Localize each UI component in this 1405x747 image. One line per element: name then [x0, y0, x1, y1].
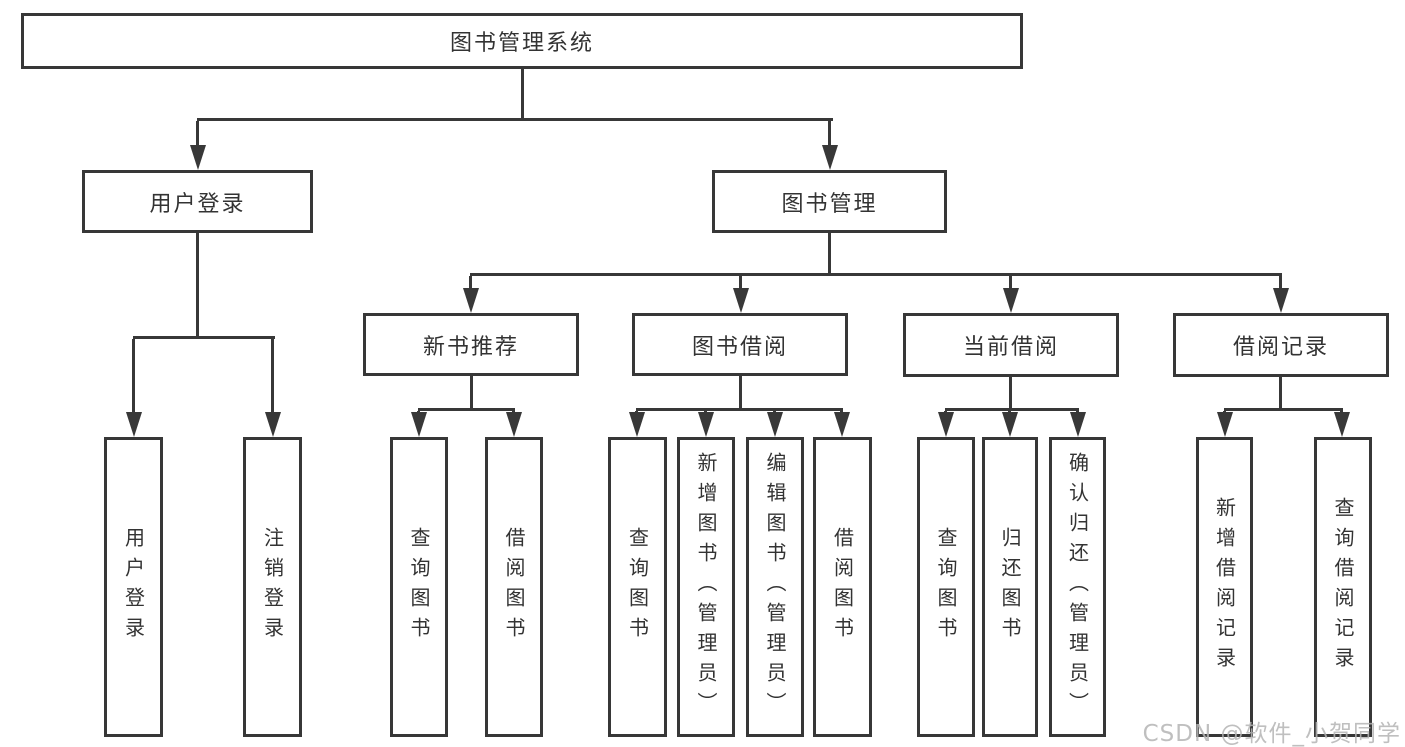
node-user-login: 用户登录: [82, 170, 313, 233]
leaf-label: 借阅图书: [502, 527, 526, 647]
arrow-to-book-management: [822, 121, 838, 170]
node-label: 新书推荐: [422, 334, 519, 360]
node-book-borrowing: 图书借阅: [632, 313, 848, 376]
arrow-to-borrowing-records: [1273, 276, 1289, 313]
arrow-to-leaf-query-books-borrowing: [629, 411, 645, 437]
connector-current-branch: [945, 408, 1079, 411]
csdn-watermark: CSDN @软件_小贺同学: [1142, 721, 1401, 747]
leaf-label: 归还图书: [998, 527, 1022, 647]
leaf-query-borrow-record: 查询借阅记录: [1314, 437, 1372, 737]
node-new-book-recommendation: 新书推荐: [363, 313, 579, 376]
node-borrowing-records: 借阅记录: [1173, 313, 1389, 377]
node-label: 图书管理: [781, 191, 878, 217]
node-label: 当前借阅: [962, 335, 1059, 360]
node-label: 借阅记录: [1232, 335, 1329, 360]
leaf-label: 编辑图书（管理员）: [763, 452, 787, 722]
leaf-add-books-admin: 新增图书（管理员）: [677, 437, 735, 737]
connector-root-stem: [521, 69, 524, 118]
leaf-query-books-current: 查询图书: [917, 437, 975, 737]
arrow-to-leaf-user-login: [126, 339, 142, 437]
leaf-label: 借阅图书: [830, 527, 855, 647]
connector-management-stem: [828, 233, 831, 275]
leaf-label: 查询借阅记录: [1331, 497, 1355, 677]
connector-current-stem: [1009, 377, 1012, 410]
leaf-return-books: 归还图书: [982, 437, 1038, 737]
node-book-management: 图书管理: [712, 170, 947, 233]
leaf-label: 注销登录: [260, 527, 285, 647]
connector-recommend-branch: [418, 408, 515, 411]
connector-root-branch: [197, 118, 833, 121]
node-current-borrowing: 当前借阅: [903, 313, 1119, 377]
leaf-logout: 注销登录: [243, 437, 302, 737]
arrow-to-user-login: [190, 121, 206, 170]
leaf-user-login: 用户登录: [104, 437, 163, 737]
leaf-edit-books-admin: 编辑图书（管理员）: [746, 437, 804, 737]
arrow-to-leaf-return-books: [1002, 411, 1018, 437]
arrow-to-leaf-borrow-books: [834, 411, 850, 437]
connector-records-stem: [1279, 377, 1282, 410]
connector-login-stem: [196, 233, 199, 338]
leaf-label: 用户登录: [121, 527, 146, 647]
leaf-label: 确认归还（管理员）: [1065, 452, 1090, 722]
leaf-borrow-books-recommend: 借阅图书: [485, 437, 543, 737]
arrow-to-new-book-recommendation: [463, 276, 479, 313]
leaf-label: 新增借阅记录: [1212, 497, 1237, 677]
leaf-query-books-recommend: 查询图书: [390, 437, 448, 737]
connector-records-branch: [1224, 408, 1343, 411]
connector-login-branch: [133, 336, 275, 339]
leaf-borrow-books: 借阅图书: [813, 437, 872, 737]
arrow-to-book-borrowing: [733, 276, 749, 313]
arrow-to-leaf-query-books-recommend: [411, 411, 427, 437]
arrow-to-leaf-logout: [265, 339, 281, 437]
arrow-to-leaf-borrow-books-recommend: [506, 411, 522, 437]
arrow-to-current-borrowing: [1003, 276, 1019, 313]
node-label: 图书管理系统: [449, 31, 594, 56]
leaf-confirm-return-admin: 确认归还（管理员）: [1049, 437, 1106, 737]
connector-borrowing-branch: [636, 408, 843, 411]
leaf-label: 查询图书: [934, 527, 958, 647]
node-label: 用户登录: [149, 191, 246, 217]
leaf-label: 新增图书（管理员）: [694, 452, 718, 722]
leaf-query-books-borrowing: 查询图书: [608, 437, 667, 737]
arrow-to-leaf-edit-books: [767, 411, 783, 437]
node-library-management-system: 图书管理系统: [21, 13, 1023, 69]
arrow-to-leaf-add-books: [698, 411, 714, 437]
arrow-to-leaf-add-borrow-record: [1217, 411, 1233, 437]
leaf-add-borrow-record: 新增借阅记录: [1196, 437, 1253, 737]
connector-recommend-stem: [470, 376, 473, 410]
arrow-to-leaf-query-books-current: [938, 411, 954, 437]
arrow-to-leaf-confirm-return: [1070, 411, 1086, 437]
node-label: 图书借阅: [691, 334, 788, 360]
connector-management-branch: [470, 273, 1282, 276]
leaf-label: 查询图书: [407, 527, 431, 647]
connector-borrowing-stem: [739, 376, 742, 410]
leaf-label: 查询图书: [625, 527, 650, 647]
arrow-to-leaf-query-borrow-record: [1334, 411, 1350, 437]
